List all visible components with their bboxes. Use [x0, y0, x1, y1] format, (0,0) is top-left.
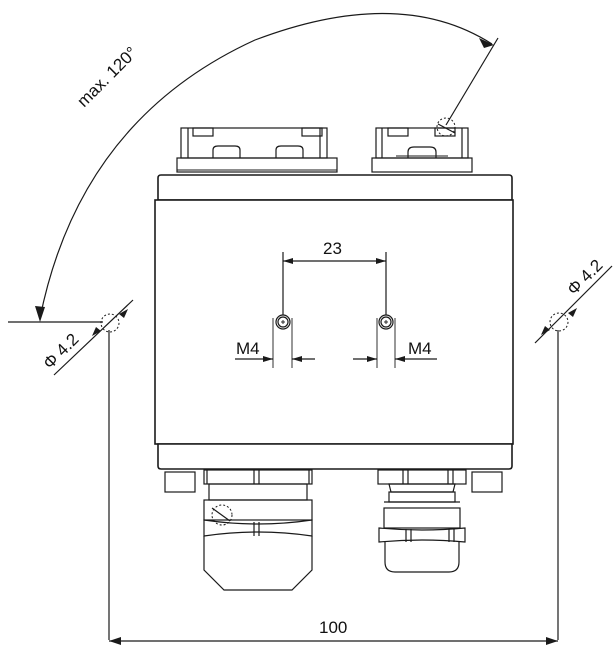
thread-dimension-right: M4 — [353, 318, 437, 368]
thread-hole-left — [275, 314, 291, 330]
detail-circle-icon — [436, 117, 456, 137]
top-connector-right — [371, 117, 473, 173]
detail-circle-icon — [100, 313, 120, 333]
mount-hole-dimension-left: Φ 4.2 — [39, 299, 134, 640]
cable-gland-right — [377, 469, 467, 573]
overall-width-dimension: 100 — [109, 618, 558, 645]
mount-hole-label-left: Φ 4.2 — [39, 330, 82, 373]
thread-dimension-left: M4 — [235, 318, 315, 368]
overall-width-label: 100 — [319, 618, 347, 637]
detail-circle-icon — [211, 504, 233, 526]
hole-spacing-label: 23 — [323, 239, 342, 258]
angle-label: max. 120° — [73, 43, 141, 111]
hole-spacing-dimension: 23 — [282, 239, 387, 315]
thread-label-left: M4 — [236, 339, 260, 358]
cable-gland-left — [203, 469, 313, 591]
foot-right — [471, 471, 503, 493]
housing — [154, 174, 514, 470]
thread-label-right: M4 — [408, 339, 432, 358]
mount-hole-dimension-right: Φ 4.2 — [534, 256, 613, 640]
thread-hole-right — [378, 314, 394, 330]
top-connector-left — [176, 127, 338, 173]
detail-circle-icon — [549, 312, 569, 332]
foot-left — [164, 471, 196, 493]
